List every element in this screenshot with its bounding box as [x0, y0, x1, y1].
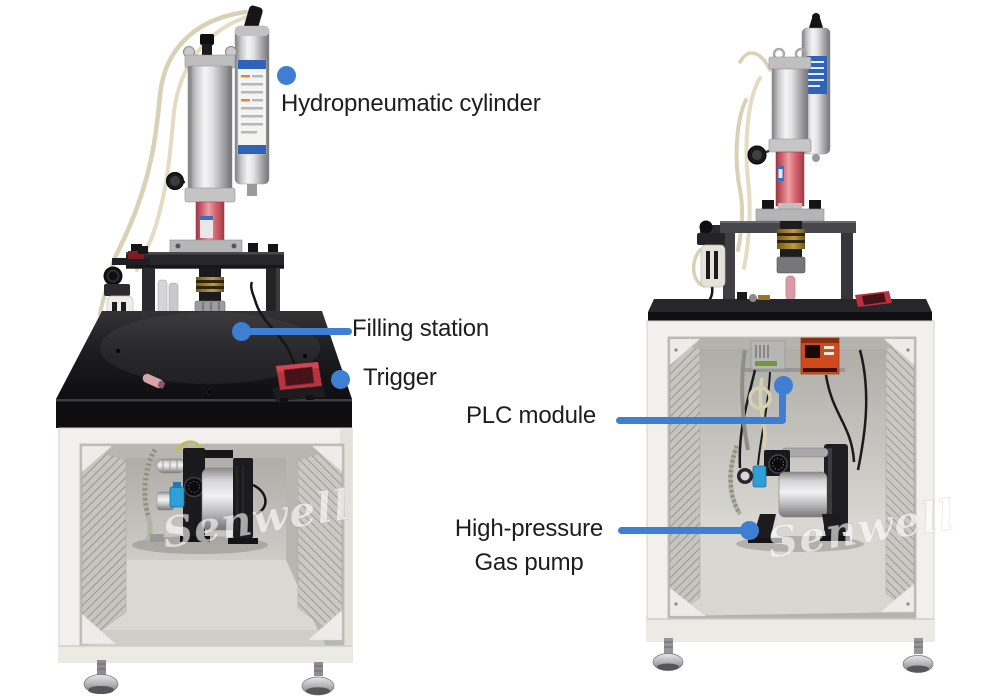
gas-pump-label-line2: Gas pump — [474, 549, 584, 576]
gas-pump-label: High-pressure Gas pump — [428, 512, 630, 580]
filter-regulator — [697, 220, 726, 313]
pink-part — [142, 373, 165, 389]
filling-station — [776, 221, 806, 311]
plc-module-label: PLC module — [466, 402, 597, 429]
plc-module-callout-line — [616, 417, 786, 424]
gas-pump — [132, 440, 268, 554]
trigger-device — [249, 281, 326, 403]
trigger-callout-dot — [331, 370, 350, 389]
electronics-panel — [738, 337, 868, 471]
gas-pump-callout-dot — [740, 521, 759, 540]
filling-station-callout-line — [240, 328, 352, 335]
power-supply — [750, 340, 786, 370]
hydropneumatic-cylinder-label: Hydropneumatic cylinder — [281, 90, 541, 117]
trigger-label: Trigger — [363, 364, 437, 391]
plc-module-callout-dot — [774, 376, 793, 395]
hydropneumatic-cylinder — [747, 13, 831, 210]
trigger-device — [855, 291, 892, 307]
hydropneumatic-cylinder-callout-dot — [277, 66, 296, 85]
gas-pump-callout-line — [618, 527, 746, 534]
gas-pump-label-line1: High-pressure — [454, 515, 604, 542]
hydropneumatic-cylinder — [166, 5, 270, 258]
machine-right-photo: Senwell — [646, 13, 959, 673]
machine-left-photo: Senwell — [56, 5, 354, 696]
gas-pump — [728, 444, 864, 552]
filling-station-label: Filling station — [352, 315, 490, 342]
leveling-feet — [652, 638, 934, 673]
cables — [738, 349, 868, 471]
plc-module — [800, 337, 840, 375]
plc-module-callout-line-vertical — [779, 388, 786, 421]
leveling-feet — [83, 660, 335, 696]
spec-label — [237, 59, 267, 155]
